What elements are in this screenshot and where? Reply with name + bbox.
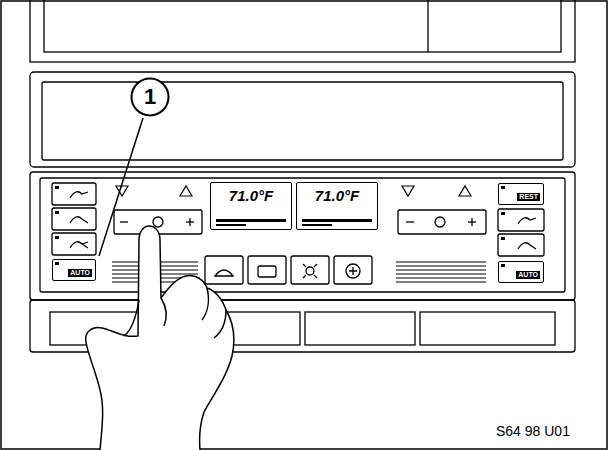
temperature-arrows <box>116 186 128 196</box>
temperature-display: 71.0°F <box>296 182 378 230</box>
pressing-hand <box>124 300 139 336</box>
display-housing <box>30 72 575 167</box>
air-distribution-buttons <box>52 233 96 255</box>
function-buttons <box>205 256 372 284</box>
vent-grilles <box>396 273 486 274</box>
fan-switches <box>120 221 128 222</box>
button-leds <box>55 186 505 267</box>
function-buttons <box>258 266 276 277</box>
function-buttons <box>248 256 286 284</box>
button-leds <box>501 237 505 240</box>
function-buttons <box>349 267 357 275</box>
vent-grilles <box>396 265 486 266</box>
vent-grilles <box>112 262 486 282</box>
fan-switches <box>114 210 486 234</box>
temperature-arrows <box>116 186 471 196</box>
figure-code: S64 98 U01 <box>496 424 570 439</box>
vent-grilles <box>396 261 486 262</box>
lower-bezel <box>305 312 415 345</box>
button-leds <box>501 212 505 215</box>
temperature-readout: 71.0°F <box>315 188 359 205</box>
control-panel-face <box>30 172 575 300</box>
fan-switches <box>471 218 472 226</box>
temperature-readout: 71.0°F <box>229 188 273 205</box>
button-leds <box>55 236 59 239</box>
vent-grilles <box>396 269 486 270</box>
callout-number: 1 <box>144 86 156 108</box>
air-distribution-buttons <box>70 242 88 248</box>
air-distribution-buttons <box>52 208 96 230</box>
display-housing <box>42 82 563 160</box>
temperature-arrows <box>459 186 471 196</box>
button-leds <box>501 186 505 189</box>
air-distribution-buttons <box>52 183 96 205</box>
upper-trim <box>44 0 561 52</box>
fan-switches <box>153 217 163 227</box>
pressing-hand <box>86 226 234 450</box>
function-buttons <box>205 256 243 284</box>
control-panel-face <box>30 172 575 300</box>
function-buttons <box>346 264 360 278</box>
upper-trim <box>30 0 575 62</box>
display-bars <box>216 224 246 226</box>
pressing-hand <box>214 310 226 338</box>
auto-button: AUTO <box>498 261 544 283</box>
function-buttons <box>291 256 329 284</box>
air-distribution-buttons <box>498 209 544 231</box>
air-distribution-buttons <box>518 243 536 249</box>
function-buttons <box>303 264 317 278</box>
air-distribution-buttons <box>70 217 88 223</box>
air-distribution-buttons <box>70 192 88 198</box>
button-label: REST <box>517 193 540 201</box>
display-bars <box>302 219 372 222</box>
display-bars <box>216 219 286 222</box>
function-buttons <box>334 256 372 284</box>
button-leds <box>55 211 59 214</box>
pressing-hand <box>161 298 166 326</box>
auto-button: AUTO <box>52 259 96 281</box>
air-distribution-buttons <box>498 234 544 256</box>
button-label: AUTO <box>68 269 92 277</box>
callout-number: 1 <box>130 77 170 117</box>
fan-switches <box>435 217 445 227</box>
button-leds <box>55 186 59 189</box>
callout-circle <box>132 79 169 116</box>
fan-switches <box>189 218 190 226</box>
fan-switches <box>406 221 414 222</box>
leader-line <box>99 118 143 256</box>
vent-grilles <box>396 277 486 278</box>
pressing-hand <box>86 226 234 450</box>
function-buttons <box>306 267 314 275</box>
vent-grilles <box>396 281 486 282</box>
display-bars <box>216 219 372 226</box>
button-leds <box>501 264 505 267</box>
leader-line <box>99 118 143 256</box>
button-label: AUTO <box>516 271 540 279</box>
temperature-arrows <box>180 186 192 196</box>
temperature-arrows <box>402 186 414 196</box>
button-leds <box>55 262 59 265</box>
display-housing <box>30 72 575 167</box>
pressing-hand <box>202 288 208 320</box>
fan-switches <box>398 210 486 234</box>
temperature-display: 71.0°F <box>210 182 292 230</box>
air-distribution-buttons <box>518 218 536 224</box>
rest-button: REST <box>498 183 544 205</box>
display-bars <box>302 224 332 226</box>
air-distribution-buttons <box>52 183 544 256</box>
upper-trim <box>427 0 428 52</box>
upper-trim <box>30 0 575 62</box>
lower-bezel <box>420 312 555 345</box>
function-buttons <box>215 270 233 276</box>
